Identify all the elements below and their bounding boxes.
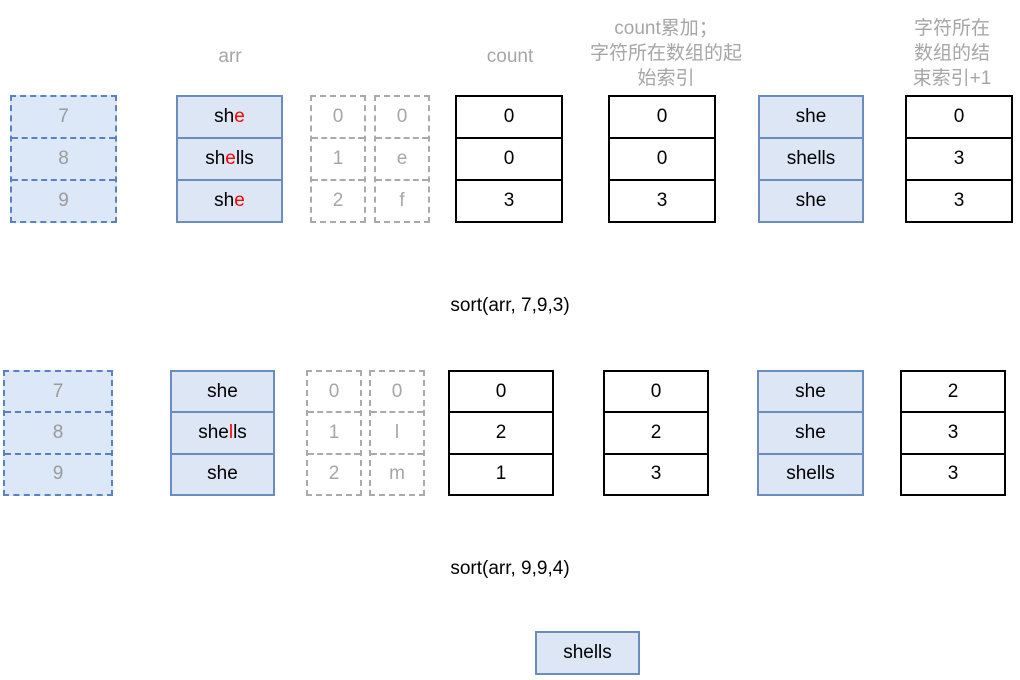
header-end-index: 字符所在 数组的结 束索引+1	[912, 18, 992, 89]
row-0-arr-cell-1-highlight: e	[225, 148, 236, 169]
header-count: count	[486, 46, 534, 67]
row-0-arr-cell-0-prefix: sh	[214, 106, 235, 127]
row-1-endindex-cell-1: 3	[902, 413, 1004, 455]
row-1-arr-cell-2-prefix: she	[207, 463, 238, 485]
row-1-count-stack: 0 2 1	[448, 370, 554, 496]
row-1-chars-cell-1: l	[371, 413, 423, 455]
row-1-arr-cell-0-prefix: she	[207, 380, 238, 402]
row-0-count-cell-0: 0	[457, 97, 561, 139]
row-1-count-cell-1: 2	[450, 413, 552, 455]
row-0-index-stack: 7 8 9	[10, 95, 117, 223]
row-0-index-cell-1: 8	[12, 139, 115, 181]
row-0-sorted-cell-2: she	[795, 190, 827, 211]
row-1-sorted-cell-1: she	[759, 413, 862, 455]
row-1-charpos-cell-1: 1	[308, 413, 360, 455]
row-0-cumulative-stack: 0 0 3	[608, 95, 716, 223]
row-1-arr-cell-1-highlight: l	[228, 421, 234, 443]
row-0-count-cell-1: 0	[457, 139, 561, 181]
row-0-chars-cell-0: 0	[376, 97, 428, 139]
row-1-charpos-cell-0: 0	[308, 372, 360, 414]
row-1-cumulative-cell-2: 3	[650, 463, 662, 485]
row-0-charpos-cell-0: 0	[312, 97, 364, 139]
row-0-endindex-cell-1: 3	[907, 139, 1011, 181]
row-0-arr-cell-2-prefix: sh	[214, 190, 235, 211]
row-1-charpos-stack: 0 1 2	[306, 370, 362, 496]
caption-sort-2: sort(arr, 9,9,4)	[450, 558, 570, 579]
row-1-arr-cell-0: she	[172, 372, 273, 414]
row-1-cumulative-cell-0: 0	[605, 372, 707, 414]
row-0-count-cell-2: 3	[503, 190, 515, 211]
row-0-chars-cell-1: e	[376, 139, 428, 181]
row-0-endindex-cell-2: 3	[953, 190, 965, 211]
row-1-endindex-cell-2: 3	[947, 463, 959, 485]
row-1-chars-cell-0: 0	[371, 372, 423, 414]
row-1-charpos-cell-2: 2	[328, 463, 340, 485]
row-0-charpos-cell-1: 1	[312, 139, 364, 181]
row-0-chars-cell-2: f	[399, 190, 405, 211]
row-0-endindex-cell-0: 0	[907, 97, 1011, 139]
row-0-cumulative-cell-2: 3	[656, 190, 668, 211]
row-0-count-stack: 0 0 3	[455, 95, 563, 223]
row-0-sorted-cell-0: she	[760, 97, 862, 139]
row-1-arr-cell-1-suffix: ls	[233, 421, 247, 443]
row-0-arr-cell-1-suffix: lls	[235, 148, 254, 169]
row-1-endindex-stack: 2 3 3	[900, 370, 1006, 496]
row-1-arr-cell-1-prefix: she	[198, 421, 229, 443]
row-1-cumulative-cell-1: 2	[605, 413, 707, 455]
row-1-sorted-stack: she she shells	[757, 370, 864, 496]
row-1-index-cell-2: 9	[52, 463, 64, 485]
row-1-chars-stack: 0 l m	[369, 370, 425, 496]
row-0-arr-cell-1-prefix: sh	[205, 148, 226, 169]
row-1-count-cell-2: 1	[495, 463, 507, 485]
row-1-index-cell-0: 7	[5, 372, 111, 414]
row-1-index-cell-1: 8	[5, 413, 111, 455]
row-1-count-cell-0: 0	[450, 372, 552, 414]
row-1-sorted-cell-2: shells	[786, 463, 835, 485]
row-0-index-cell-2: 9	[58, 190, 69, 211]
row-0-sorted-stack: she shells she	[758, 95, 864, 223]
row-0-arr-cell-2-highlight: e	[234, 190, 245, 211]
row-1-sorted-cell-0: she	[759, 372, 862, 414]
row-1-arr-cell-2: she	[172, 455, 273, 494]
row-1-cumulative-stack: 0 2 3	[603, 370, 709, 496]
header-count-cumulative: count累加； 字符所在数组的起 始索引	[589, 18, 742, 89]
caption-sort-1: sort(arr, 7,9,3)	[450, 295, 570, 316]
row-1-chars-cell-2: m	[389, 463, 405, 485]
row-0-index-cell-0: 7	[12, 97, 115, 139]
row-0-cumulative-cell-0: 0	[610, 97, 714, 139]
result-box: shells	[535, 631, 640, 675]
row-1-index-stack: 7 8 9	[3, 370, 113, 496]
row-0-cumulative-cell-1: 0	[610, 139, 714, 181]
row-0-chars-stack: 0 e f	[374, 95, 430, 223]
row-0-sorted-cell-1: shells	[760, 139, 862, 181]
row-0-charpos-stack: 0 1 2	[310, 95, 366, 223]
row-0-charpos-cell-2: 2	[332, 190, 344, 211]
row-1-endindex-cell-0: 2	[902, 372, 1004, 414]
row-0-endindex-stack: 0 3 3	[905, 95, 1013, 223]
row-0-arr-cell-0-highlight: e	[234, 106, 245, 127]
header-arr: arr	[218, 46, 242, 67]
